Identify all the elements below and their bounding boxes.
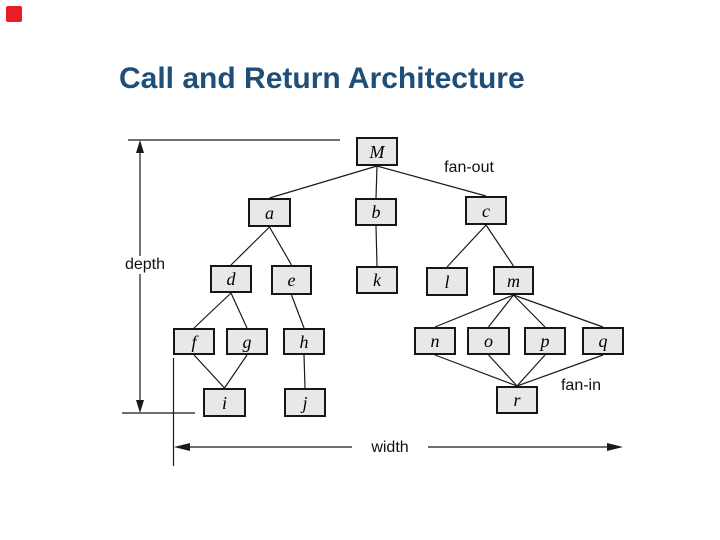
edge-g-i — [224, 354, 248, 389]
edge-M-a — [269, 165, 378, 199]
tree-node-label-q: q — [598, 331, 608, 351]
edge-c-l — [446, 224, 487, 268]
tree-node-label-c: c — [482, 200, 490, 221]
tree-node-p: p — [524, 327, 566, 355]
tree-node-label-h: h — [299, 331, 309, 352]
tree-node-g: g — [226, 328, 268, 355]
page-title: Call and Return Architecture — [119, 62, 525, 95]
edge-m-q — [513, 294, 604, 328]
tree-node-label-l: l — [444, 271, 450, 292]
tree-node-label-k: k — [373, 270, 381, 290]
tree-node-label-f: f — [191, 331, 197, 352]
edge-M-b — [375, 165, 378, 199]
edge-m-p — [513, 294, 546, 328]
tree-node-label-b: b — [371, 202, 381, 222]
arrowhead-width-left — [174, 443, 190, 451]
tree-node-M: M — [356, 137, 398, 166]
tree-node-m: m — [493, 266, 534, 295]
tree-node-j: j — [284, 388, 326, 417]
tree-node-n: n — [414, 327, 456, 355]
label-width: width — [368, 439, 412, 457]
tree-node-label-p: p — [540, 331, 550, 351]
tree-node-b: b — [355, 198, 397, 226]
tree-node-o: o — [467, 327, 510, 355]
tree-node-r: r — [496, 386, 538, 414]
edge-c-m — [485, 224, 514, 267]
tree-node-label-a: a — [265, 202, 274, 223]
arrowhead-depth-down — [136, 400, 144, 413]
tree-node-l: l — [426, 267, 468, 296]
tree-node-a: a — [248, 198, 291, 227]
edge-e-h — [290, 294, 305, 329]
edge-h-j — [303, 354, 306, 389]
tree-node-c: c — [465, 196, 507, 225]
arrowhead-width-right — [607, 443, 623, 451]
tree-node-h: h — [283, 328, 325, 355]
label-depth: depth — [121, 256, 169, 274]
label-fan-in: fan-in — [560, 377, 602, 394]
tree-node-i: i — [203, 388, 246, 417]
tree-node-label-M: M — [369, 141, 385, 162]
tree-node-f: f — [173, 328, 215, 355]
edge-m-o — [488, 294, 514, 328]
tree-node-label-e: e — [287, 270, 296, 290]
edge-f-i — [193, 354, 225, 389]
edge-m-n — [434, 294, 514, 328]
edge-d-g — [230, 292, 248, 329]
edge-a-e — [268, 226, 293, 266]
tree-node-label-m: m — [507, 270, 520, 291]
edge-M-c — [376, 165, 487, 197]
slide-corner-marker — [6, 6, 22, 22]
edge-p-r — [516, 354, 546, 387]
edge-b-k — [375, 225, 378, 267]
tree-node-label-n: n — [430, 331, 440, 351]
edge-d-f — [193, 292, 232, 329]
tree-node-d: d — [210, 265, 252, 293]
tree-node-label-d: d — [226, 269, 236, 289]
arrowhead-depth-up — [136, 140, 144, 153]
tree-node-k: k — [356, 266, 398, 294]
edge-q-r — [516, 354, 604, 387]
tree-node-label-j: j — [302, 392, 308, 413]
edge-n-r — [434, 354, 518, 387]
tree-node-q: q — [582, 327, 624, 355]
label-fan-out: fan-out — [444, 159, 494, 176]
tree-node-label-i: i — [221, 392, 227, 413]
tree-node-label-g: g — [242, 331, 252, 352]
edge-a-d — [230, 226, 270, 266]
tree-node-label-r: r — [513, 390, 521, 410]
edge-o-r — [488, 354, 518, 387]
tree-node-e: e — [271, 265, 312, 295]
tree-node-label-o: o — [484, 331, 493, 351]
